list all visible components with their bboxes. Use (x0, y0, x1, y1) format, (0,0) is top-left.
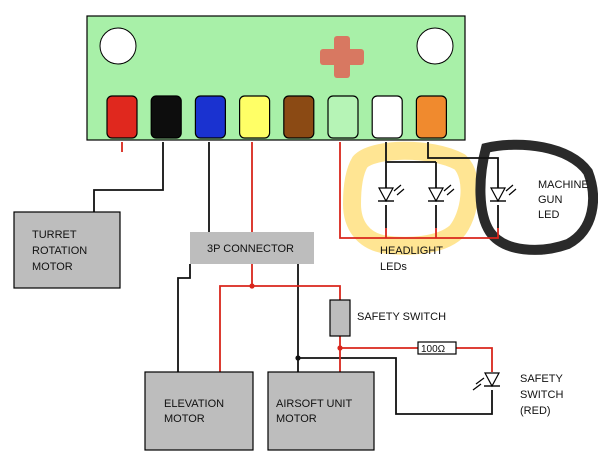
airsoft-unit-motor: AIRSOFT UNIT MOTOR (267, 371, 375, 451)
wire-resistor-to-led (456, 347, 493, 372)
connector-pin-8 (415, 95, 447, 139)
safety-indicator-led (472, 372, 501, 391)
safety-led-label-line2: SWITCH (520, 389, 563, 401)
junction-dot (295, 355, 301, 361)
turret-label-line1: TURRET (32, 229, 77, 241)
wire-elevation-black (177, 264, 191, 372)
wire-connector-elevation (219, 264, 253, 372)
headlight-led-2 (427, 184, 455, 203)
machine-gun-label-line3: LED (538, 209, 559, 221)
three-pin-connector: 3P CONNECTOR (190, 232, 314, 264)
headlight-highlight-ring (342, 141, 479, 255)
connector-label: 3P CONNECTOR (207, 243, 294, 255)
black-wires (93, 142, 499, 415)
wire-orange-machine-gun (427, 142, 499, 188)
airsoft-label-line2: MOTOR (276, 413, 317, 425)
headlight-label-line2: LEDs (380, 261, 407, 273)
machine-gun-label-line1: MACHINE (538, 179, 589, 191)
junction-dot (337, 345, 343, 351)
machine-gun-label-line2: GUN (538, 194, 563, 206)
turret-label-line3: MOTOR (32, 261, 73, 273)
connector-pin-7 (371, 95, 403, 139)
resistor: 100Ω (417, 341, 457, 355)
safety-switch-label: SAFETY SWITCH (357, 311, 446, 323)
machine-gun-led (489, 184, 517, 203)
connector-pin-4 (239, 95, 271, 139)
turret-rotation-motor: TURRET ROTATION MOTOR (13, 211, 121, 289)
wire-safety-led-return (298, 357, 493, 415)
elevation-motor: ELEVATION MOTOR (144, 371, 254, 451)
connector-pin-1 (106, 95, 138, 139)
turret-label-line2: ROTATION (32, 245, 87, 257)
airsoft-label-line1: AIRSOFT UNIT (276, 398, 352, 410)
board-mount-hole-right (416, 27, 454, 65)
resistor-label: 100Ω (421, 344, 446, 355)
pin-row (106, 95, 447, 139)
board-mount-hole-left (99, 27, 137, 65)
wire-green-leds (339, 142, 499, 239)
connector-pin-2 (150, 95, 182, 139)
safety-led-label-line1: SAFETY (520, 373, 563, 385)
elevation-label-line1: ELEVATION (164, 398, 224, 410)
wire-junctions (249, 283, 343, 351)
machine-gun-highlight-ring (475, 139, 598, 255)
wire-connector-airsoft (252, 285, 341, 300)
red-wires (121, 142, 499, 372)
headlight-label-line1: HEADLIGHT (380, 245, 443, 257)
wire-black-turret (93, 142, 164, 212)
elevation-label-line2: MOTOR (164, 413, 205, 425)
red-cross-logo (320, 36, 364, 78)
control-board (86, 15, 466, 141)
junction-dot (249, 283, 255, 289)
headlight-led-1 (377, 184, 405, 203)
safety-led-label-line3: (RED) (520, 405, 551, 417)
connector-pin-5 (283, 95, 315, 139)
safety-switch: SAFETY SWITCH (329, 299, 446, 337)
connector-pin-3 (194, 95, 226, 139)
connector-pin-6 (327, 95, 359, 139)
